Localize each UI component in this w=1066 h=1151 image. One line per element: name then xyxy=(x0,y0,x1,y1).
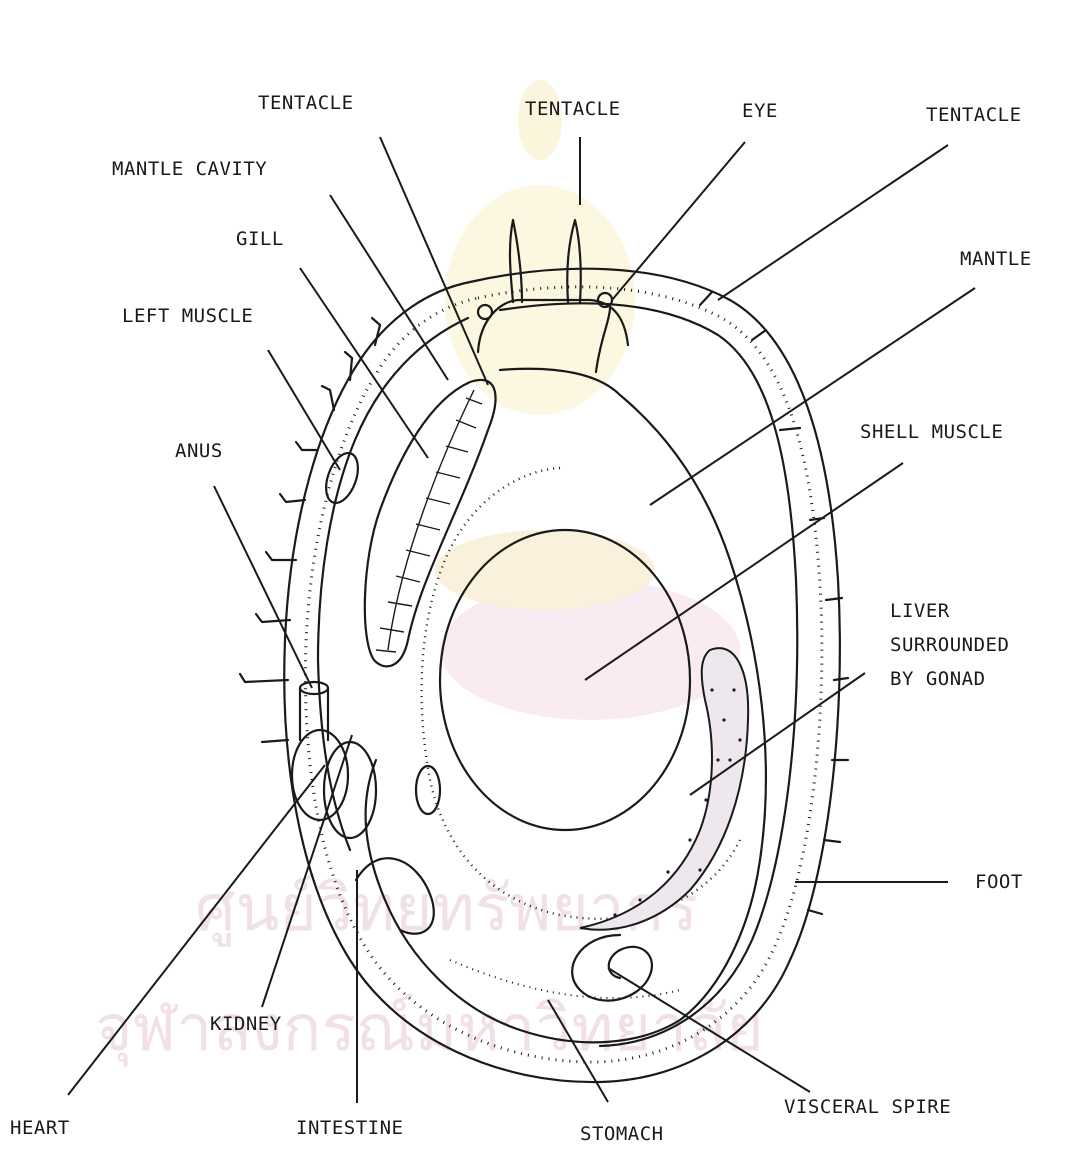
label-tentacle-right: TENTACLE xyxy=(926,104,1022,126)
leader-mantle xyxy=(650,288,975,505)
label-mantle-cavity: MANTLE CAVITY xyxy=(112,158,267,180)
watermark-seal xyxy=(435,80,740,720)
label-tentacle-left: TENTACLE xyxy=(258,92,354,114)
label-kidney: KIDNEY xyxy=(210,1013,282,1035)
leader-eye xyxy=(612,142,745,300)
label-foot: FOOT xyxy=(975,871,1023,893)
label-visceral-spire: VISCERAL SPIRE xyxy=(784,1096,951,1118)
intestine-loop-small xyxy=(416,766,440,814)
label-gill: GILL xyxy=(236,228,284,250)
leader-kidney xyxy=(262,735,352,1007)
label-anus: ANUS xyxy=(175,440,223,462)
label-shell-muscle: SHELL MUSCLE xyxy=(860,421,1003,443)
label-liver-line-2: SURROUNDED xyxy=(890,634,1009,656)
label-liver-line-3: BY GONAD xyxy=(890,668,986,690)
label-tentacle-mid: TENTACLE xyxy=(525,98,621,120)
leader-left-muscle xyxy=(268,350,340,470)
label-liver-line-1: LIVER xyxy=(890,600,950,622)
label-mantle: MANTLE xyxy=(960,248,1032,270)
leader-anus xyxy=(214,486,312,688)
watermark-line-1: ศูนย์วิทยทรัพยากร xyxy=(195,872,698,947)
leader-tentacle-right xyxy=(718,145,948,300)
label-intestine: INTESTINE xyxy=(296,1117,403,1139)
leader-mantle-cavity xyxy=(330,195,448,380)
label-eye: EYE xyxy=(742,100,778,122)
leader-gill xyxy=(300,268,428,458)
label-left-muscle: LEFT MUSCLE xyxy=(122,305,253,327)
label-stomach: STOMACH xyxy=(580,1123,664,1145)
label-heart: HEART xyxy=(10,1117,70,1139)
